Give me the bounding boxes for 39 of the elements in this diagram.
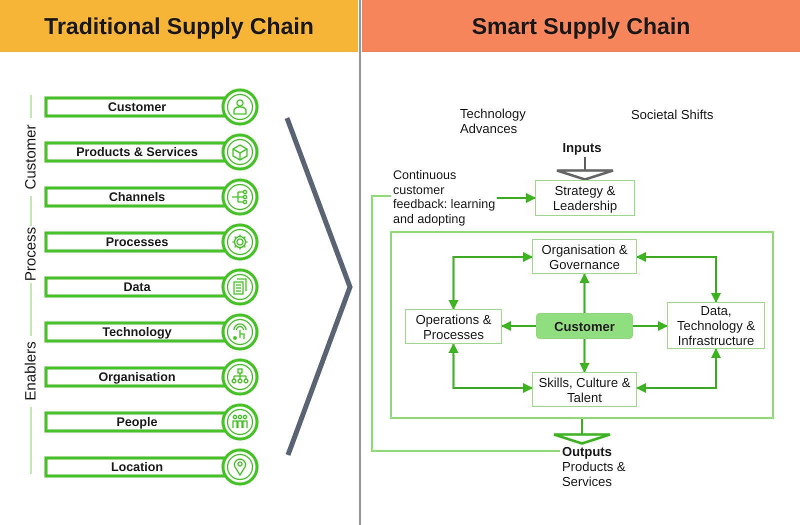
pill-label: Data xyxy=(122,279,152,296)
inputs-label: Inputs xyxy=(545,140,619,157)
pill-label: Products & Services xyxy=(75,144,199,161)
pill-label: Organisation xyxy=(97,369,177,386)
group-label: Process xyxy=(22,226,40,282)
customer-box: Customer xyxy=(536,313,633,339)
arrow xyxy=(633,321,668,331)
arrow xyxy=(448,343,533,393)
process-box: Organisation & Governance xyxy=(532,239,637,274)
input-factor-label: Societal Shifts xyxy=(631,107,714,122)
arrow xyxy=(580,273,590,313)
process-box: Strategy & Leadership xyxy=(535,180,635,216)
pill-label: Channels xyxy=(108,189,166,206)
input-factor-label: Technology Advances xyxy=(460,106,527,136)
process-box: Skills, Culture & Talent xyxy=(532,372,637,407)
feedback-text: Continuous customer feedback: learning and adopting xyxy=(393,168,499,228)
arrow xyxy=(497,193,536,203)
chevron-arrow xyxy=(556,157,614,181)
arrow xyxy=(448,252,533,310)
arrow xyxy=(636,348,721,393)
pill-label: Technology xyxy=(101,324,173,341)
container-box xyxy=(390,231,774,419)
chevron-arrow xyxy=(552,419,612,445)
header-band: Smart Supply Chain xyxy=(362,0,800,52)
arrow xyxy=(501,321,536,331)
pill-label: Customer xyxy=(106,99,168,116)
pill-label: People xyxy=(116,414,158,431)
arrow xyxy=(580,339,590,373)
process-box: Operations & Processes xyxy=(405,309,502,344)
pill-label: Location xyxy=(110,459,164,476)
outputs-heading: Outputs xyxy=(562,444,613,459)
arrow xyxy=(636,252,721,303)
pill-label: Processes xyxy=(104,234,170,251)
group-label: Customer xyxy=(22,124,40,190)
header-band: Traditional Supply Chain xyxy=(0,0,358,52)
group-label: Enablers xyxy=(22,341,40,401)
outputs-description: Products & Services xyxy=(562,459,627,489)
feedback-line xyxy=(371,195,560,452)
process-box: Data, Technology & Infrastructure xyxy=(667,302,765,349)
